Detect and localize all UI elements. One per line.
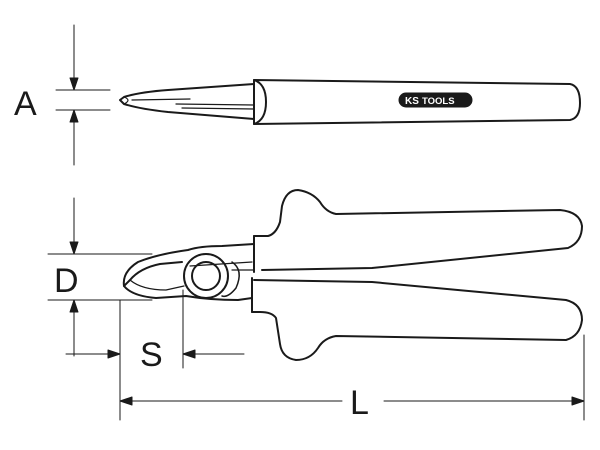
dimension-d-label: D (54, 262, 79, 300)
top-view-jaw-tip (123, 96, 129, 105)
pivot-outer (183, 253, 229, 299)
jaw-cut-line (189, 261, 255, 271)
lower-handle (251, 279, 583, 361)
dimension-l: L (119, 334, 585, 422)
dimension-a: A (14, 24, 111, 166)
top-view-jaw-groove (131, 98, 255, 110)
dimension-s-label: S (140, 336, 163, 374)
lower-jaw (123, 285, 253, 301)
dimension-d: D (47, 197, 153, 357)
jaw-edge-upper (129, 279, 185, 291)
top-view-handle-collar (253, 79, 267, 125)
pivot-inner (191, 261, 221, 291)
dimension-a-label: A (14, 85, 37, 123)
front-view (122, 189, 583, 361)
svg-text:KS: KS (405, 96, 419, 107)
dimension-l-label: L (350, 384, 369, 422)
top-view-jaw (119, 83, 255, 120)
upper-handle (253, 189, 583, 271)
pivot-detail (221, 261, 240, 298)
upper-jaw (122, 243, 255, 287)
dimension-s: S (65, 289, 245, 421)
top-view: KS TOOLS (119, 79, 581, 125)
top-view-handle (253, 79, 581, 125)
brand-logo: KS TOOLS (398, 92, 473, 108)
svg-text:TOOLS: TOOLS (422, 96, 455, 107)
